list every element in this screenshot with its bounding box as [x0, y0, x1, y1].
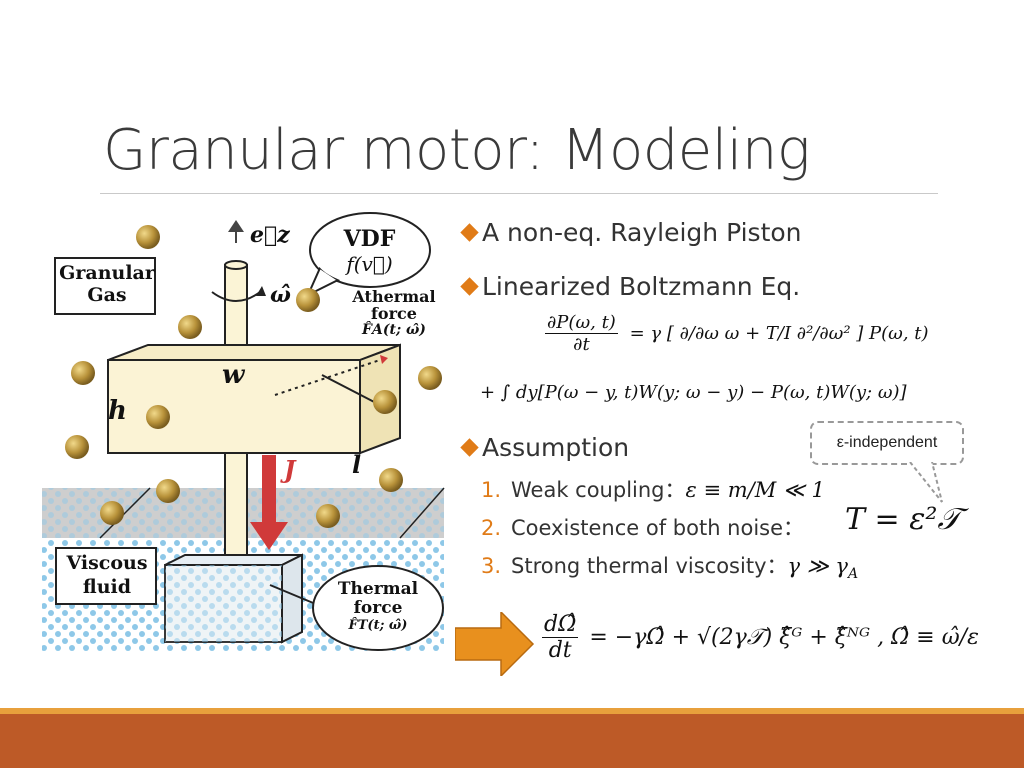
- callout-pointer: [909, 462, 943, 503]
- assumption-3: 3.Strong thermal viscosity：γ ≫ γA: [481, 554, 859, 583]
- footer-accent-line: [0, 708, 1024, 714]
- viscous-fluid-label-2: fluid: [82, 576, 132, 598]
- granular-gas-label-2: Gas: [87, 284, 127, 306]
- thermal-symbol: F̂T(t; ω̂): [348, 618, 408, 633]
- boltzmann-eq-line2: + ∫ dy[P(ω − y, t)W(y; ω − y) − P(ω, t)W…: [480, 382, 907, 403]
- ez-label: e⃗z: [250, 222, 290, 248]
- temperature-eq: T = ε²𝒯: [845, 502, 961, 537]
- rotation-arrow-icon: [256, 286, 266, 296]
- athermal-symbol: F̂A(t; ω̂): [362, 322, 426, 338]
- vdf-label: VDF: [343, 226, 396, 252]
- bullet-rayleigh: A non-eq. Rayleigh Piston: [460, 218, 802, 247]
- viscous-fluid-label-1: Viscous: [66, 552, 148, 574]
- athermal-label-2: force: [371, 304, 417, 323]
- vdf-function: f(v⃗): [346, 252, 393, 276]
- granular-gas-label-1: Granular: [59, 262, 155, 284]
- assumption-2: 2.Coexistence of both noise：: [481, 516, 805, 540]
- bullet-boltzmann: Linearized Boltzmann Eq.: [460, 272, 800, 301]
- h-label: h: [108, 396, 127, 426]
- j-arrow-icon: [250, 522, 288, 550]
- title-divider: [100, 193, 938, 194]
- epsilon-independent-callout: ε-independent: [810, 421, 964, 465]
- l-label: l: [352, 450, 362, 479]
- thermal-label-2: force: [353, 598, 403, 618]
- ez-arrow-icon: [228, 220, 244, 232]
- result-arrow-icon: [455, 612, 535, 676]
- rotor-box: [107, 359, 361, 454]
- assumption-1: 1.Weak coupling：ε ≡ m/M ≪ 1: [481, 478, 825, 502]
- footer-bar: [0, 714, 1024, 768]
- langevin-eq: dΩ̂ dt = −γΩ̂ + √(2γ𝒯) ξ̂ᴳ + ξ̂ᴺᴳ , Ω̂ ≡…: [542, 612, 979, 663]
- j-label: J: [284, 455, 296, 484]
- bullet-assumption: Assumption: [460, 433, 629, 462]
- granular-motor-figure: [42, 212, 445, 652]
- diamond-bullet-icon: [460, 438, 479, 457]
- w-label: w: [222, 360, 245, 390]
- thermal-force-bubble: [312, 565, 444, 651]
- diamond-bullet-icon: [460, 277, 479, 296]
- athermal-label-1: Athermal: [352, 287, 436, 306]
- omega-hat-label: ω̂: [270, 282, 291, 308]
- boltzmann-eq-line1: ∂P(ω, t) ∂t = γ [ ∂/∂ω ω + T/I ∂²/∂ω² ] …: [545, 312, 929, 355]
- diamond-bullet-icon: [460, 223, 479, 242]
- thermal-label-1: Thermal: [337, 579, 419, 599]
- granular-beads: [65, 225, 442, 528]
- page-title: Granular motor: Modeling: [103, 118, 810, 183]
